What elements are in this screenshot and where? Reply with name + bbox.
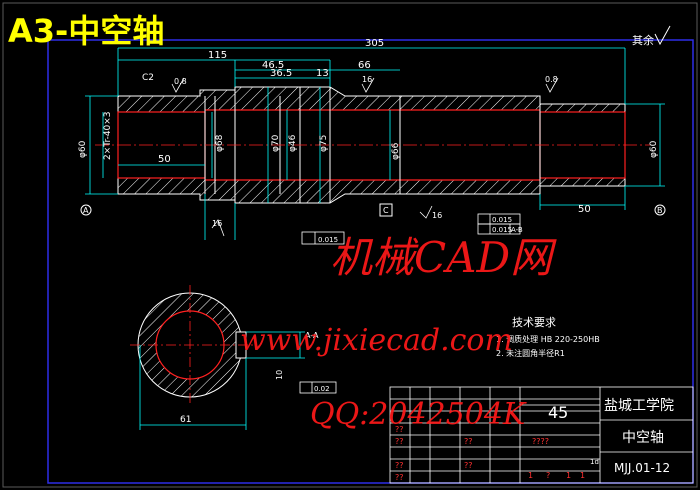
shaft-wall-bottom bbox=[117, 177, 626, 204]
datum-a-symbol: A bbox=[80, 204, 92, 216]
roughness-rest-label: 其余 bbox=[632, 33, 654, 47]
roughness-16-a: 16 bbox=[362, 75, 372, 84]
tolerance-frame-2 bbox=[301, 231, 345, 245]
section-view bbox=[130, 285, 255, 405]
tech-req-line2: 2. 未注圆角半径R1 bbox=[496, 348, 565, 358]
svg-text:??: ?? bbox=[395, 437, 404, 446]
tol-frame-2-value: 0.015 bbox=[492, 226, 512, 234]
roughness-0-8-b: 0.8 bbox=[545, 75, 558, 84]
title-block-drawing-no: MJJ.01-12 bbox=[614, 461, 670, 475]
svg-text:B: B bbox=[657, 206, 663, 215]
dim-dia-70: φ70 bbox=[271, 134, 281, 152]
svg-text:??: ?? bbox=[395, 473, 404, 482]
dim-left-bore: 50 bbox=[158, 154, 171, 165]
dim-right-bore: 50 bbox=[578, 204, 591, 215]
dim-dia-left: φ60 bbox=[78, 140, 88, 158]
dim-chamfer: C2 bbox=[142, 73, 154, 83]
roughness-rest-symbol bbox=[654, 25, 671, 46]
title-block-part-name: 中空轴 bbox=[622, 430, 664, 446]
svg-text:??: ?? bbox=[395, 461, 404, 470]
tol-frame-ab: A-B bbox=[511, 226, 523, 234]
roughness-16-b: 16 bbox=[212, 219, 222, 228]
datum-b-symbol: B bbox=[654, 204, 666, 216]
dimension-lines bbox=[85, 47, 665, 240]
tolerance-frame-1 bbox=[477, 213, 521, 235]
dim-left-length: 115 bbox=[208, 50, 227, 61]
roughness-16-c: 16 bbox=[432, 211, 442, 220]
inner-border bbox=[47, 39, 694, 484]
svg-text:??: ?? bbox=[395, 425, 404, 434]
tol-frame-1-value: 0.015 bbox=[492, 216, 512, 224]
dim-36-5: 36.5 bbox=[270, 68, 292, 79]
dim-46-5: 46.5 bbox=[262, 60, 284, 71]
roughness-0-8-a: 0.8 bbox=[174, 77, 187, 86]
svg-text:1: 1 bbox=[566, 471, 571, 480]
dim-dia-75: φ75 bbox=[319, 135, 329, 152]
svg-text:1: 1 bbox=[580, 471, 585, 480]
dim-dia-66: φ66 bbox=[391, 142, 401, 160]
watermark-line1: 机械CAD网 bbox=[330, 233, 557, 282]
svg-text:?: ? bbox=[546, 471, 550, 480]
drawing-title: A3-中空轴 bbox=[8, 12, 164, 50]
watermark-line3: QQ:2042504K bbox=[310, 397, 527, 432]
tol-frame-3-value: 0.02 bbox=[314, 385, 330, 393]
svg-text:C: C bbox=[383, 206, 389, 215]
svg-text:????: ???? bbox=[532, 437, 549, 446]
roughness-marks bbox=[171, 77, 559, 237]
title-block bbox=[389, 386, 694, 484]
dim-dia-46: φ46 bbox=[288, 134, 298, 152]
datum-c-symbol: C bbox=[379, 203, 393, 217]
dim-13: 13 bbox=[316, 68, 329, 79]
dim-total-length: 305 bbox=[365, 38, 384, 49]
tech-req-line1: 1. 调质处理 HB 220-250HB bbox=[496, 334, 600, 344]
dim-dia-right: φ60 bbox=[649, 140, 659, 158]
tol-frame-0015b: 0.015 bbox=[318, 236, 338, 244]
dim-66: 66 bbox=[358, 60, 371, 71]
title-block-material: 45 bbox=[548, 403, 568, 422]
svg-text:??: ?? bbox=[464, 461, 473, 470]
svg-text:1: 1 bbox=[528, 471, 533, 480]
svg-text:1d: 1d bbox=[590, 458, 599, 466]
key-depth: 10 bbox=[275, 370, 284, 380]
svg-text:A: A bbox=[83, 206, 89, 215]
title-block-school: 盐城工学院 bbox=[604, 398, 674, 414]
dim-thread: 2×Tr-40×3 bbox=[103, 111, 113, 160]
tech-req-heading: 技术要求 bbox=[512, 316, 556, 329]
shaft-main-view bbox=[95, 86, 650, 204]
title-block-cells: ?? ?? ?? ???? ?? ?? ?? 1 ? 1 1 1d bbox=[395, 425, 599, 482]
svg-text:??: ?? bbox=[464, 437, 473, 446]
section-width: 61 bbox=[180, 415, 191, 425]
section-dims bbox=[139, 331, 305, 430]
watermark-line2: www.jixiecad.com bbox=[240, 323, 513, 358]
tolerance-frame-3 bbox=[299, 381, 337, 394]
section-label: A-A bbox=[305, 331, 319, 340]
dim-dia-68: φ68 bbox=[215, 134, 225, 152]
